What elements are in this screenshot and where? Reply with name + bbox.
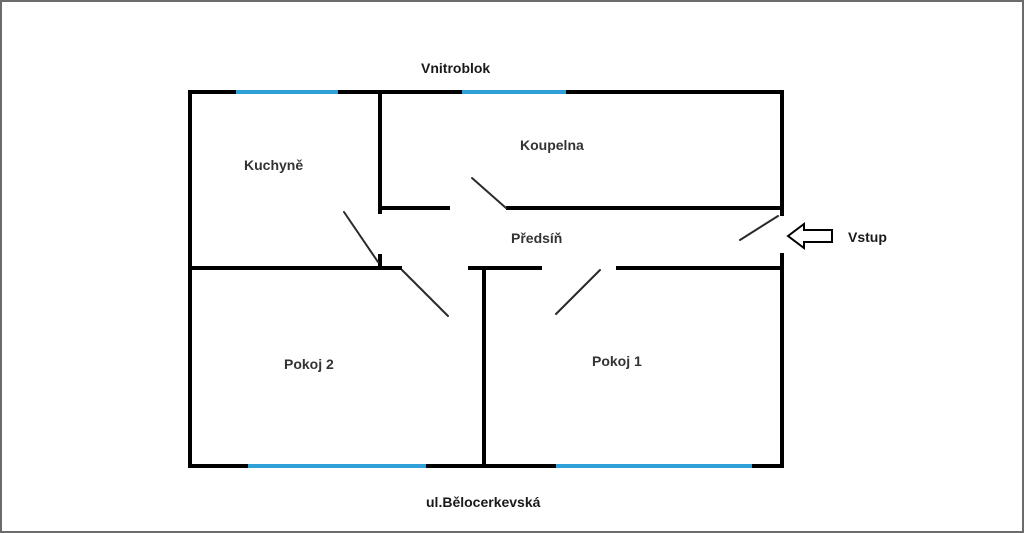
room-label-bathroom: Koupelna [520, 137, 584, 153]
room-label-hall: Předsíň [511, 230, 563, 246]
door-room1 [555, 269, 601, 315]
interior-walls [188, 90, 784, 468]
arrow-left-outline-icon [786, 222, 833, 250]
room-label-room1: Pokoj 1 [592, 353, 642, 369]
room-label-kitchen: Kuchyně [244, 157, 304, 173]
entrance-label: Vstup [848, 229, 887, 245]
doors [343, 177, 779, 317]
street-label-bottom: ul.Bělocerkevská [426, 494, 541, 510]
door-room2 [401, 269, 449, 317]
door-entrance [739, 215, 779, 241]
windows [236, 90, 752, 468]
room-label-room2: Pokoj 2 [284, 356, 334, 372]
street-label-top: Vnitroblok [421, 60, 491, 76]
door-kitchen [343, 211, 379, 263]
door-bathroom [471, 177, 507, 209]
